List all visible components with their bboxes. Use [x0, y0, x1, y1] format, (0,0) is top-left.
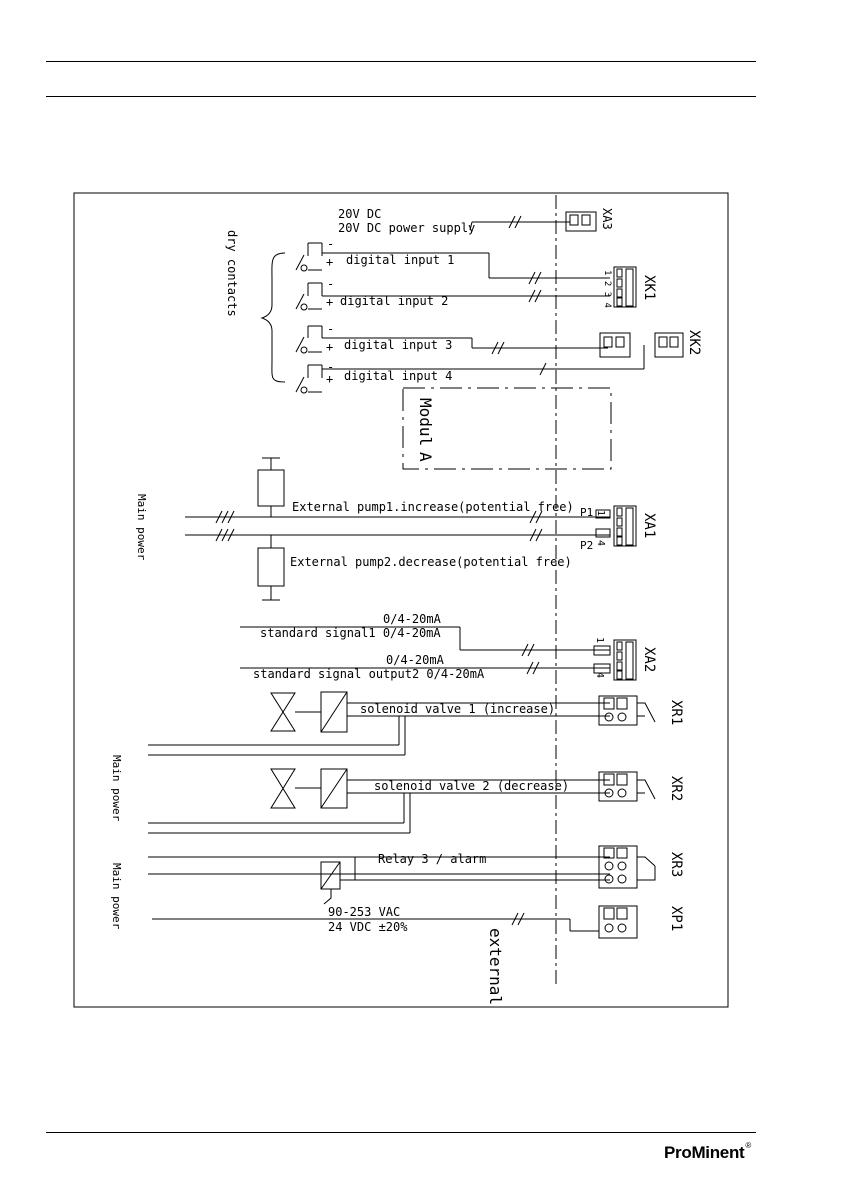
xa2-pin4-label: 4 [594, 672, 605, 678]
xr3-connector [598, 845, 638, 889]
brand-mark: ® [745, 1141, 752, 1150]
digital-input-2-label: digital input 2 [340, 294, 448, 308]
xr1-label: XR1 [668, 700, 684, 725]
supply-desc-label: 20V DC power supply [338, 221, 475, 235]
main-power-label-2: Main power [110, 755, 123, 822]
dry-contacts-brace [260, 252, 286, 383]
header-rule-bottom [46, 96, 756, 97]
xa1-connector [613, 505, 637, 547]
vac-label: 90-253 VAC [328, 905, 400, 919]
dry-contacts-label: dry contacts [225, 230, 239, 317]
valve1-label: solenoid valve 1 (increase) [360, 702, 555, 716]
module-a-label-2: A [416, 452, 435, 462]
xa1-pin1-label: 1 [595, 510, 606, 516]
input1-minus: - [327, 237, 334, 251]
xp1-connector [598, 905, 638, 939]
signal2-label: standard signal output2 0/4-20mA [253, 667, 485, 681]
brand-name: ProMinent [664, 1143, 745, 1162]
xp1-label: XP1 [668, 906, 684, 931]
valve2-label: solenoid valve 2 (decrease) [374, 779, 569, 793]
p2-label: P2 [580, 539, 593, 552]
p1-label: P1 [580, 506, 593, 519]
xa3-connector [565, 211, 597, 232]
signal1-label: standard signal1 0/4-20mA [260, 626, 441, 640]
xr3-label: XR3 [668, 852, 684, 877]
diagram-frame [73, 192, 729, 1008]
module-a-box [402, 387, 612, 470]
relay3-label: Relay 3 / alarm [378, 852, 486, 866]
valve1-symbol [270, 692, 296, 732]
input4-plus: + [326, 372, 333, 386]
xk1-connector [613, 266, 637, 308]
xa1-pin4-label: 4 [595, 540, 606, 546]
xr2-label: XR2 [668, 776, 684, 801]
input2-minus: - [327, 277, 334, 291]
signal1-range-label: 0/4-20mA [383, 612, 442, 626]
main-power-label-3: Main power [110, 863, 123, 930]
xk2-label: XK2 [686, 330, 702, 355]
input4-minus: - [327, 360, 334, 374]
digital-input-4-label: digital input 4 [344, 369, 452, 383]
pump2-label: External pump2.decrease(potential free) [290, 555, 572, 569]
footer-rule [46, 1132, 756, 1133]
input2-plus: + [326, 295, 333, 309]
header-rule-top [46, 61, 756, 62]
prominent-logo: ProMinent® [664, 1141, 752, 1163]
input1-plus: + [326, 255, 333, 269]
xa2-pin1-label: 1 [594, 637, 605, 643]
xa2-label: XA2 [641, 647, 657, 672]
valve2-symbol [270, 768, 296, 809]
external-label: external [486, 928, 505, 1005]
xk1-pins-label: 1 2 3 4 [602, 270, 612, 308]
xk2-a-connector [599, 332, 631, 358]
xa3-label: XA3 [600, 208, 614, 230]
xr1-connector [598, 695, 638, 726]
digital-input-3-label: digital input 3 [344, 338, 452, 352]
pump1-symbol [257, 469, 285, 507]
main-power-label-1: Main power [135, 494, 148, 561]
xk1-label: XK1 [641, 275, 657, 300]
vdc-label: 24 VDC ±20% [328, 920, 408, 934]
digital-input-1-label: digital input 1 [346, 253, 454, 267]
supply-voltage-label: 20V DC [338, 207, 381, 221]
module-a-label-1: Modul [416, 398, 435, 446]
pump1-label: External pump1.increase(potential free) [292, 500, 574, 514]
input3-plus: + [326, 340, 333, 354]
xa1-label: XA1 [641, 513, 657, 538]
pump2-symbol [257, 547, 285, 587]
xr2-connector [598, 771, 638, 802]
xk2-b-connector [654, 332, 684, 358]
xa2-connector [613, 639, 637, 681]
valve1-coil [320, 691, 348, 733]
valve2-coil [320, 768, 348, 809]
input3-minus: - [327, 322, 334, 336]
signal2-range-label: 0/4-20mA [386, 653, 445, 667]
